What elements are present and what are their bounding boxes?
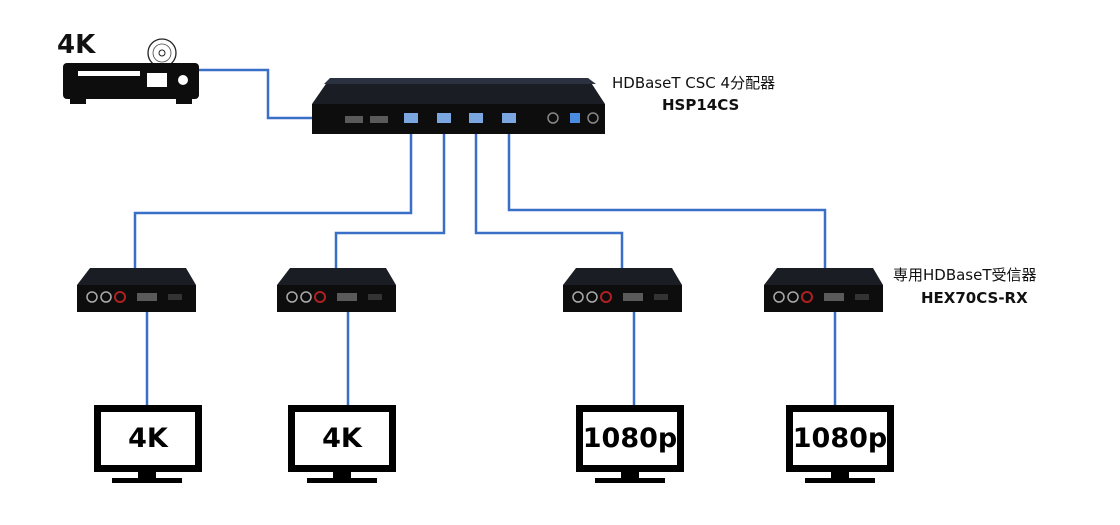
hdbaset-receiver-icon-4 <box>764 268 883 312</box>
cable-splitter-to-receiver-3 <box>474 125 624 276</box>
display-4-resolution: 1080p <box>792 423 888 454</box>
receiver-model: HEX70CS-RX <box>921 289 1028 307</box>
hdbaset-receiver-icon-1 <box>77 268 196 312</box>
cable-splitter-to-receiver-4 <box>507 125 827 276</box>
hdbaset-splitter-icon <box>312 78 605 134</box>
monitor-icon-4 <box>786 405 894 483</box>
display-1-resolution: 4K <box>128 423 168 454</box>
display-3-resolution: 1080p <box>582 423 678 454</box>
source-resolution-label: 4K <box>57 30 96 60</box>
hdbaset-receiver-icon-2 <box>277 268 396 312</box>
hdbaset-receiver-icon-3 <box>563 268 682 312</box>
cable-source-to-splitter <box>196 68 312 120</box>
receiver-title: 専用HDBaseT受信器 <box>893 266 1037 284</box>
cable-splitter-to-receiver-1 <box>133 125 413 276</box>
blu-ray-player-icon <box>63 38 199 104</box>
display-2-resolution: 4K <box>322 423 362 454</box>
cables <box>133 68 837 405</box>
monitor-icon-1 <box>94 405 202 483</box>
cable-splitter-to-receiver-2 <box>334 125 446 276</box>
monitor-icon-3 <box>576 405 684 483</box>
monitor-icon-2 <box>288 405 396 483</box>
splitter-model: HSP14CS <box>662 96 740 114</box>
splitter-title: HDBaseT CSC 4分配器 <box>612 74 776 92</box>
